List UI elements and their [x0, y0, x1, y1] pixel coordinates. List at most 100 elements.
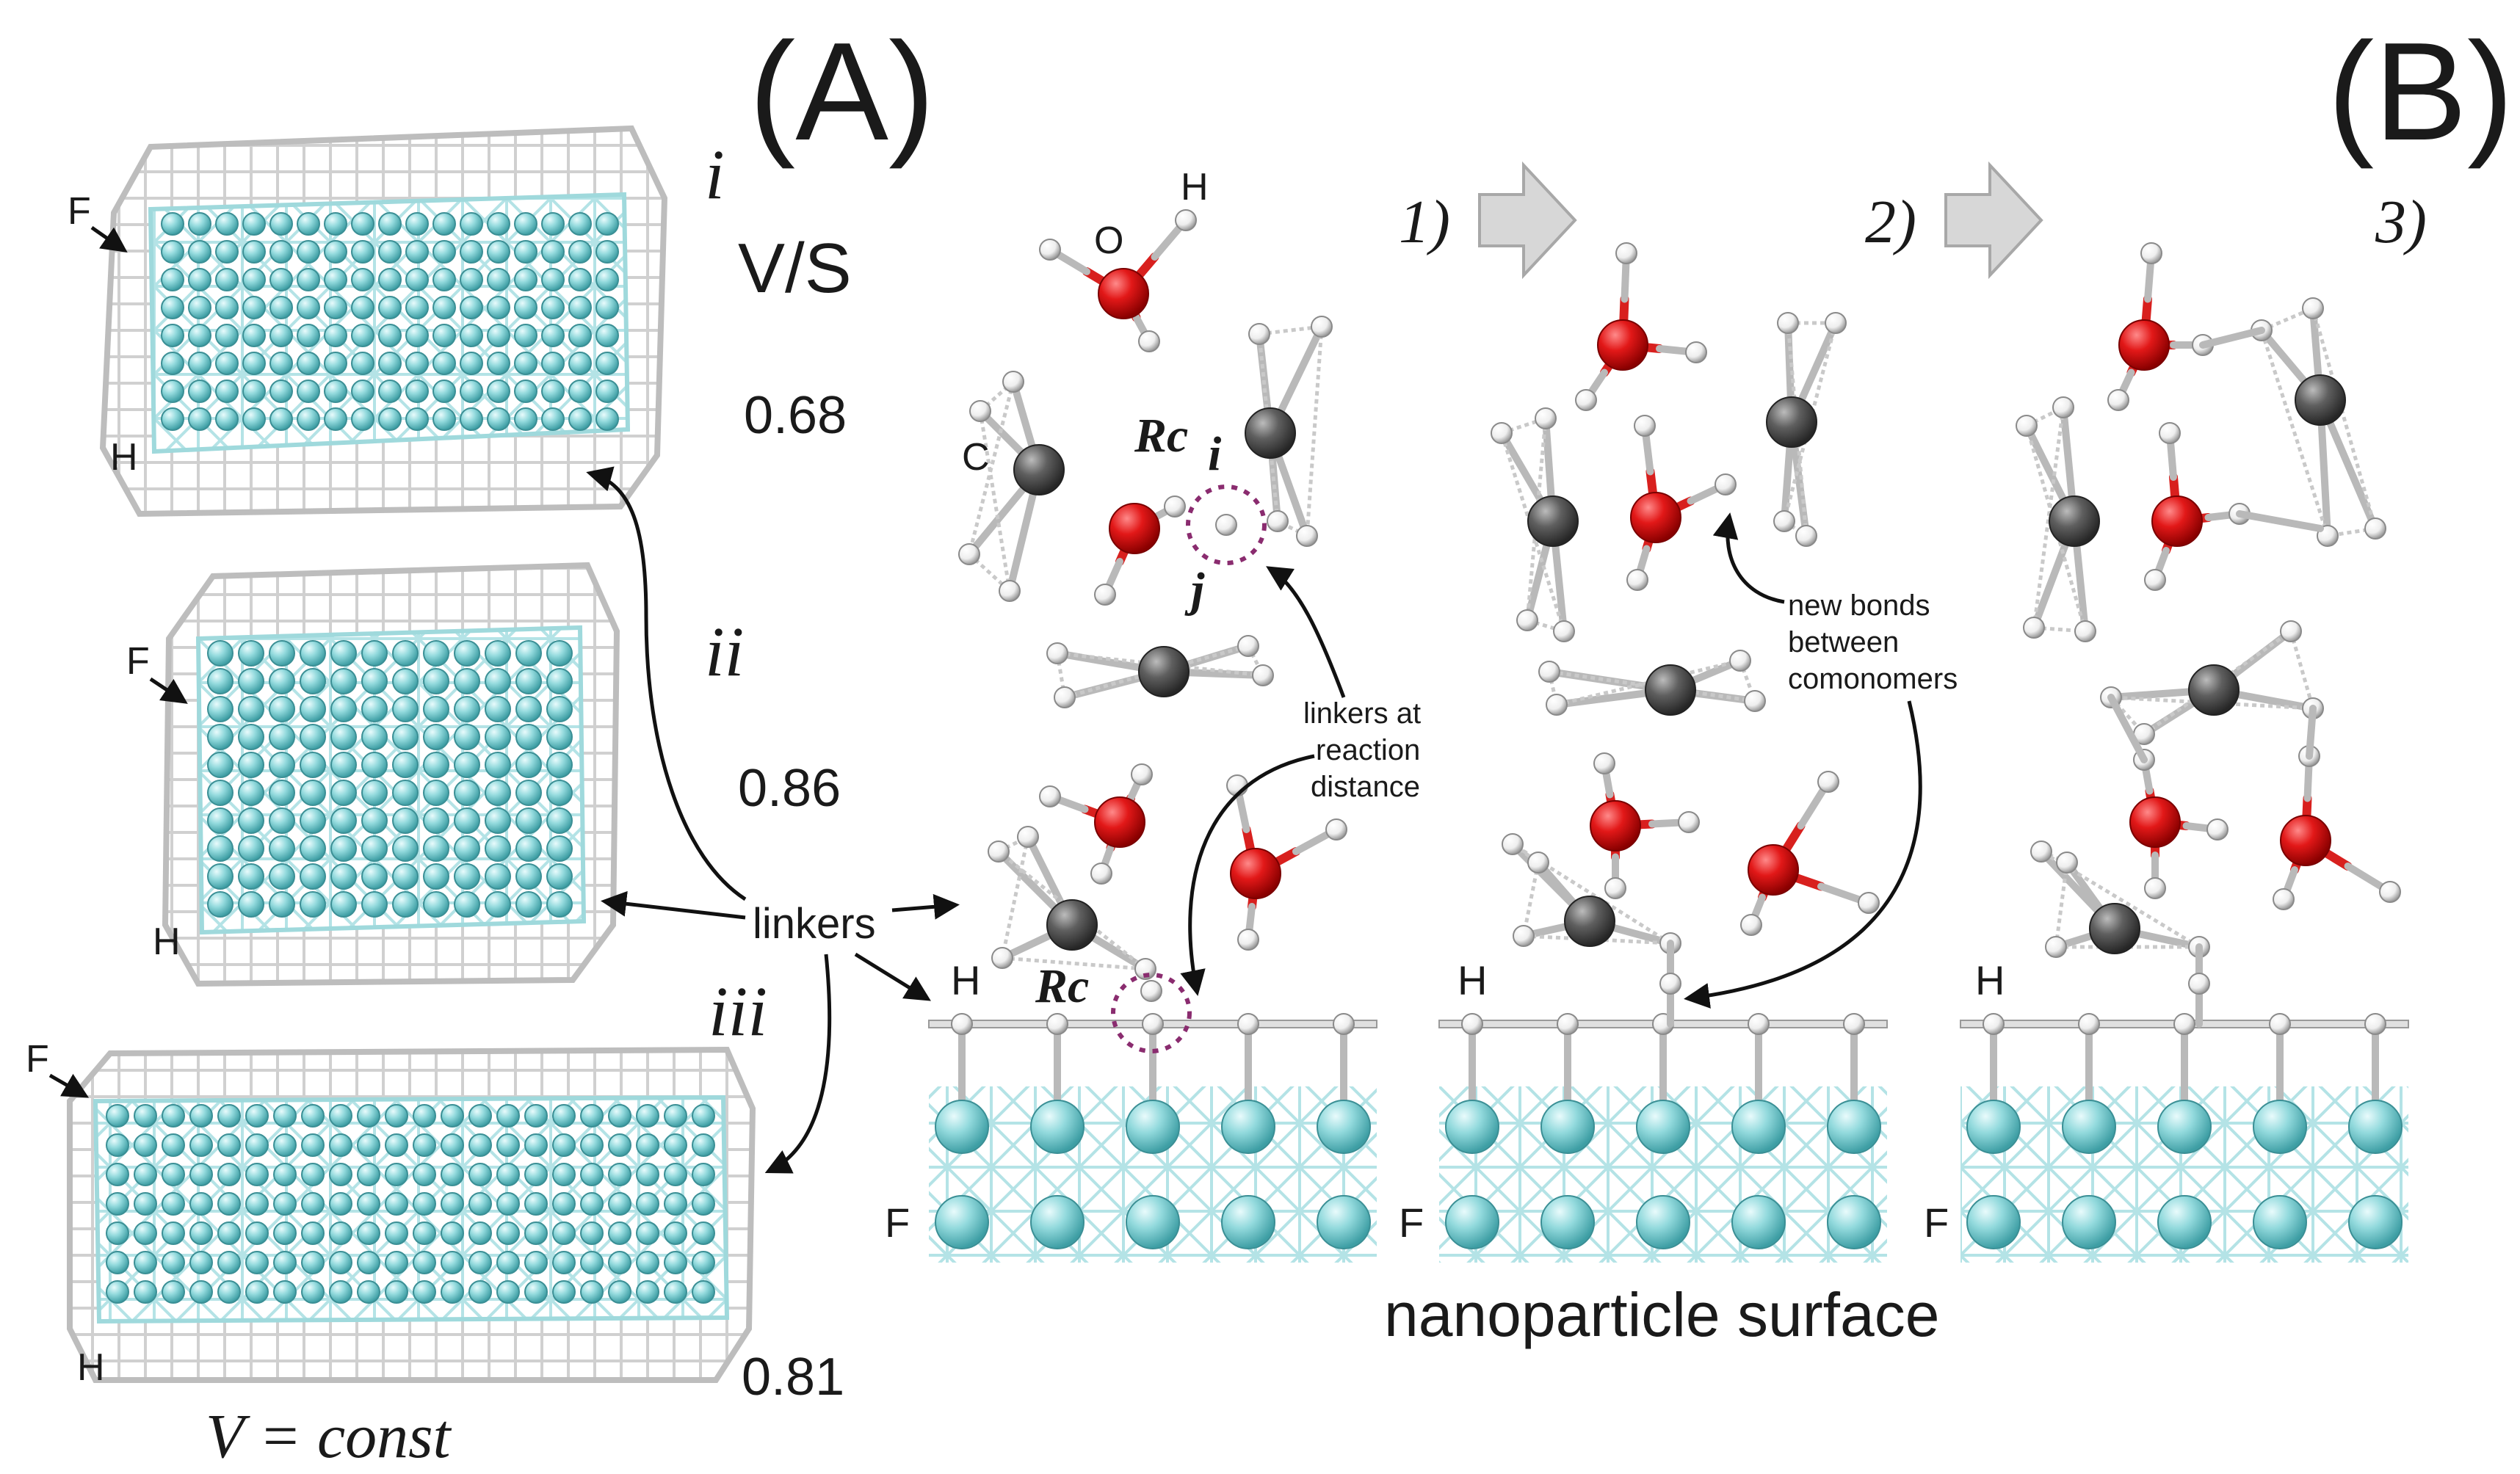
red-atom	[1748, 844, 1799, 896]
teal-atom	[269, 835, 295, 862]
teal-atom	[162, 1163, 185, 1186]
teal-atom	[269, 212, 293, 236]
teal-atom	[515, 640, 542, 667]
teal-atom	[329, 1104, 352, 1128]
teal-atom	[269, 752, 295, 778]
teal-atom	[242, 268, 266, 291]
teal-atom	[514, 268, 537, 291]
white-atom	[958, 543, 980, 565]
teal-atom	[300, 863, 326, 890]
teal-atom	[330, 807, 357, 834]
teal-atom	[329, 1163, 352, 1186]
teal-atom	[636, 1192, 659, 1216]
teal-atom	[468, 1104, 492, 1128]
teal-atom	[161, 212, 184, 236]
teal-atom	[580, 1133, 604, 1157]
teal-atom	[405, 352, 429, 375]
gray-atom	[2049, 495, 2100, 547]
teal-atom	[496, 1221, 520, 1245]
reaction-circle-bottom	[1111, 973, 1192, 1053]
teal-atom	[134, 1133, 157, 1157]
gray-atom	[1527, 495, 1579, 547]
teal-atom	[1966, 1195, 2021, 1249]
white-atom	[1546, 694, 1568, 716]
teal-atom	[361, 891, 388, 918]
teal-atom	[514, 324, 537, 347]
white-atom	[2045, 936, 2067, 958]
teal-atom	[423, 807, 449, 834]
index-i: i	[1208, 427, 1222, 481]
arrow-f-i	[90, 225, 128, 253]
white-atom	[1983, 1013, 2005, 1035]
annot-bonds-1: new bonds	[1788, 589, 1930, 622]
teal-atom	[238, 696, 264, 722]
teal-atom	[1221, 1100, 1275, 1154]
white-atom	[1777, 312, 1799, 334]
teal-atom	[664, 1192, 687, 1216]
teal-atom	[329, 1221, 352, 1245]
teal-atom	[552, 1251, 576, 1274]
teal-atom	[162, 1280, 185, 1304]
teal-atom	[664, 1280, 687, 1304]
teal-atom	[330, 780, 357, 806]
teal-atom	[269, 268, 293, 291]
white-atom	[2023, 617, 2045, 639]
teal-atom	[357, 1221, 380, 1245]
red-atom	[1230, 848, 1281, 899]
teal-atom	[514, 296, 537, 319]
teal-atom	[423, 696, 449, 722]
teal-atom	[546, 752, 573, 778]
white-atom	[2030, 841, 2052, 863]
teal-atom	[1966, 1100, 2021, 1154]
teal-atom	[351, 296, 374, 319]
teal-atom	[405, 212, 429, 236]
white-atom	[2144, 877, 2166, 899]
atom-label-c: C	[962, 436, 990, 479]
roman-iii: iii	[709, 972, 767, 1050]
teal-atom	[207, 891, 233, 918]
teal-atom	[188, 352, 211, 375]
bond	[1527, 618, 1565, 633]
teal-atom	[392, 696, 419, 722]
teal-atom	[515, 724, 542, 750]
teal-atom	[1126, 1100, 1180, 1154]
teal-atom	[245, 1280, 269, 1304]
white-atom	[2074, 620, 2096, 642]
teal-atom	[552, 1280, 576, 1304]
teal-atom	[487, 240, 510, 264]
teal-atom	[468, 1221, 492, 1245]
teal-atom	[595, 296, 619, 319]
teal-atom	[541, 268, 565, 291]
teal-atom	[161, 268, 184, 291]
teal-atom	[405, 407, 429, 431]
teal-atom	[595, 407, 619, 431]
panel-a-label: (A)	[749, 14, 935, 170]
teal-atom	[106, 1163, 129, 1186]
atom-label-f-i: F	[68, 190, 91, 233]
white-atom	[2140, 242, 2162, 264]
teal-atom	[330, 696, 357, 722]
atom-label-f-s2: F	[1399, 1199, 1424, 1246]
teal-atom	[392, 807, 419, 834]
teal-atom	[269, 724, 295, 750]
teal-atom	[485, 863, 511, 890]
white-atom	[999, 580, 1021, 602]
arrow-bonds-top	[1712, 512, 1785, 604]
surface-caption: nanoparticle surface	[1384, 1280, 1939, 1349]
teal-atom	[189, 1163, 213, 1186]
teal-atom	[351, 268, 374, 291]
teal-atom	[487, 296, 510, 319]
red-atom	[2151, 495, 2203, 547]
teal-atom	[595, 212, 619, 236]
teal-atom	[162, 1221, 185, 1245]
teal-atom	[485, 780, 511, 806]
teal-atom	[245, 1163, 269, 1186]
teal-atom	[269, 640, 295, 667]
white-atom	[1054, 686, 1076, 708]
bond	[1521, 862, 1540, 937]
teal-atom	[524, 1133, 548, 1157]
white-atom	[991, 947, 1013, 969]
teal-atom	[217, 1133, 241, 1157]
teal-atom	[541, 380, 565, 403]
teal-atom	[608, 1280, 631, 1304]
